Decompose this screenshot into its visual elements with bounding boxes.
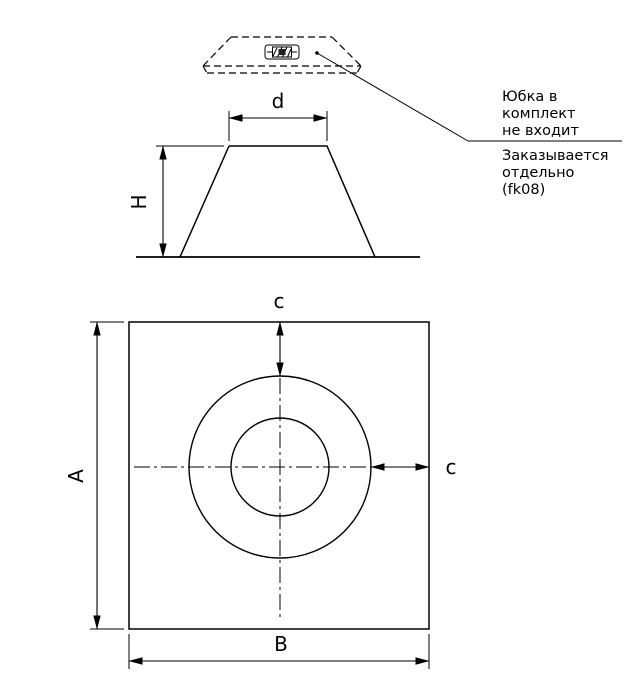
- dimension-h: H: [127, 145, 224, 258]
- c-right-label: c: [446, 455, 457, 479]
- note-skirt-line3: не входит: [502, 123, 579, 139]
- dimension-d: d: [228, 89, 328, 141]
- dimension-c-right: c: [370, 455, 457, 479]
- a-extension-lines: [90, 321, 124, 630]
- plate-top-view: [128, 321, 430, 630]
- skirt-flange-line: [202, 65, 362, 74]
- note-skirt-line2: комплект: [502, 106, 576, 122]
- note-skirt-text: Юбка в комплект не входит: [502, 89, 579, 139]
- skirt-top-view: [202, 36, 362, 74]
- dimension-a: A: [64, 321, 124, 630]
- note-order-text: Заказывается отдельно (fk08): [502, 148, 608, 198]
- clamp-bolt: [278, 49, 286, 55]
- dimension-b: B: [128, 632, 430, 669]
- dimension-c-top: c: [274, 289, 285, 377]
- note-order-line3: (fk08): [502, 182, 545, 198]
- leader-line: [316, 52, 469, 142]
- c-top-label: c: [274, 289, 285, 313]
- d-extension-lines: [228, 111, 328, 141]
- a-label: A: [64, 469, 88, 483]
- cone-front-view: [136, 145, 420, 258]
- skirt-outline: [202, 36, 362, 67]
- d-label: d: [272, 89, 285, 113]
- cone-outline: [179, 145, 376, 258]
- b-label: B: [274, 632, 288, 656]
- clamp-outer-rect: [264, 44, 300, 60]
- leader: [315, 51, 622, 142]
- note-skirt-line1: Юбка в: [502, 89, 557, 105]
- note-order-line1: Заказывается: [502, 148, 608, 164]
- note-order-line2: отдельно: [502, 165, 575, 181]
- h-label: H: [127, 194, 151, 209]
- plate-square: [128, 321, 430, 630]
- clamp-icon: [264, 44, 300, 60]
